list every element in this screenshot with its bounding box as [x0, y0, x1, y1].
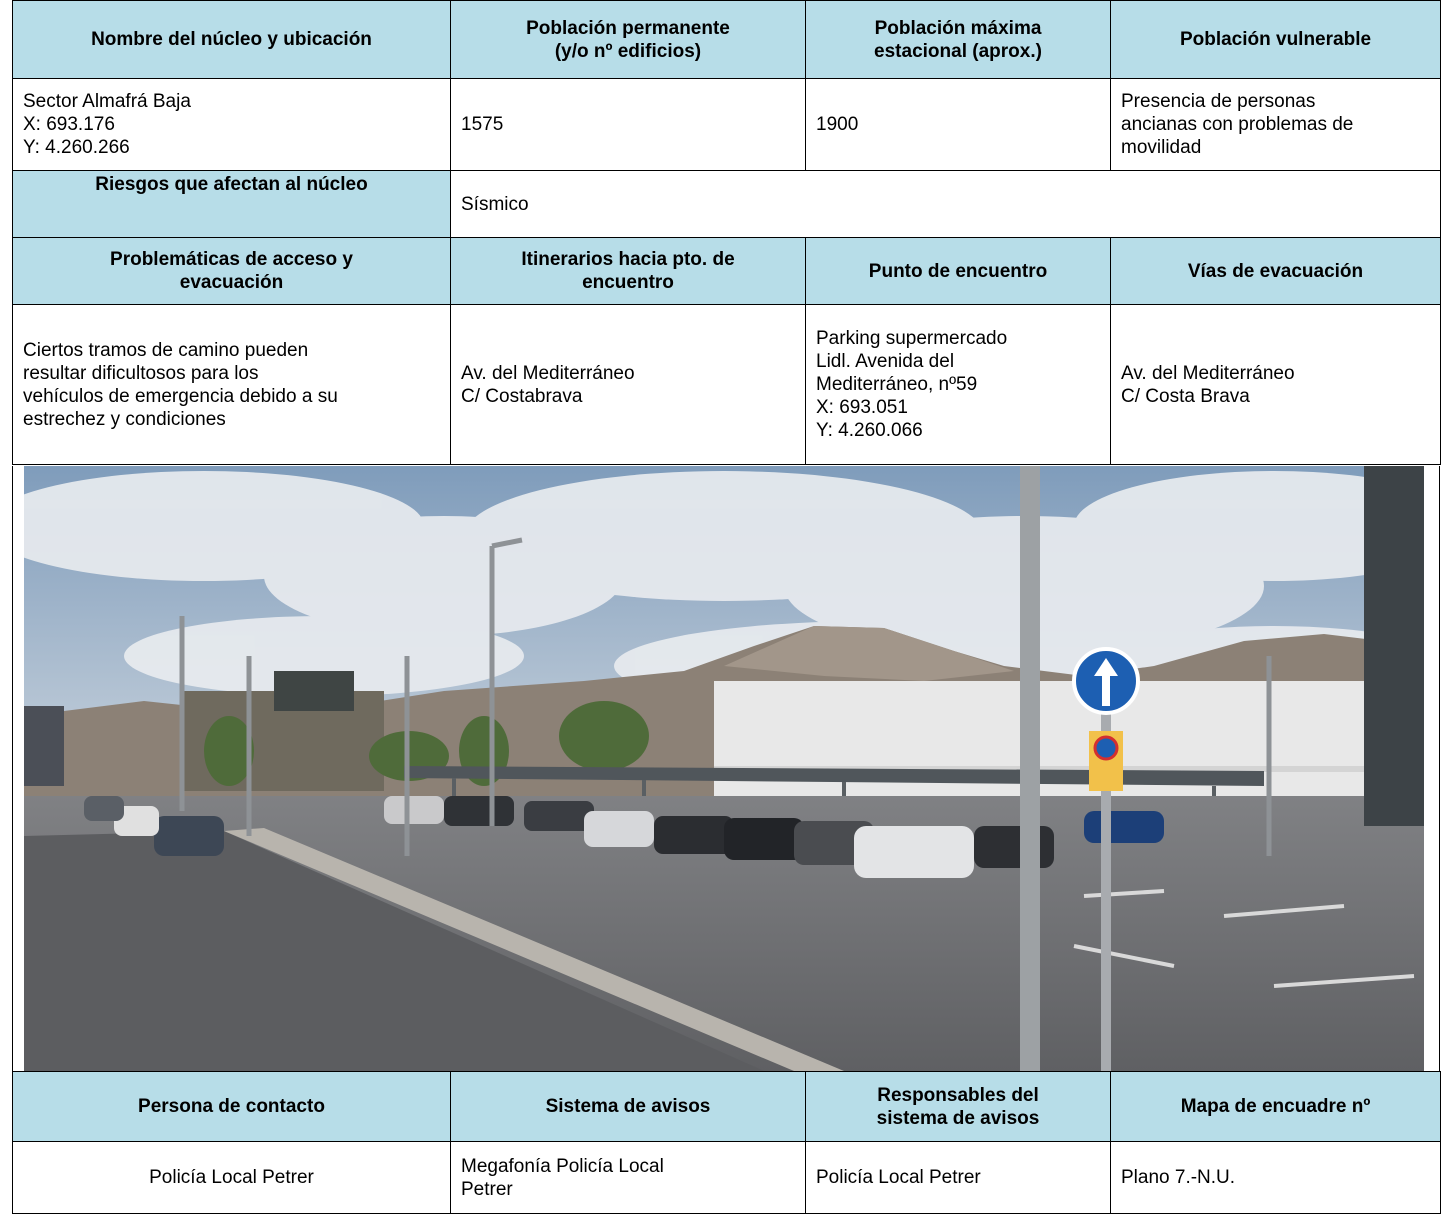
meeting-point-x-coord: X: 693.051	[816, 397, 908, 418]
meeting-point-line: Parking supermercado	[816, 328, 1008, 349]
mountain-highlight	[724, 626, 1014, 681]
nucleus-x-coord: X: 693.176	[23, 114, 115, 135]
header-line: Responsables del	[877, 1084, 1039, 1106]
header-meeting-point: Punto de encuentro	[805, 237, 1111, 305]
header-itineraries: Itinerarios hacia pto. de encuentro	[450, 237, 806, 305]
header-access-problems: Problemáticas de acceso y evacuación	[12, 237, 451, 305]
header-line: estacional (aprox.)	[874, 40, 1042, 62]
evacuation-routes-cell: Av. del Mediterráneo C/ Costa Brava	[1110, 304, 1441, 465]
header-warning-system: Sistema de avisos	[450, 1071, 806, 1142]
evacuation-route-line: Av. del Mediterráneo	[1121, 362, 1295, 384]
sign-pole-tall	[1020, 466, 1040, 1071]
nucleus-name-cell: Sector Almafrá Baja X: 693.176 Y: 4.260.…	[12, 78, 451, 171]
itinerary-line: Av. del Mediterráneo	[461, 362, 635, 384]
permanent-population-value: 1575	[450, 78, 806, 171]
supermarket-stripe	[714, 766, 1404, 772]
header-permanent-population: Población permanente (y/o nº edificios)	[450, 0, 806, 79]
meeting-point-cell: Parking supermercado Lidl. Avenida del M…	[805, 304, 1111, 465]
road	[24, 831, 764, 1071]
lamp-posts	[179, 537, 1272, 856]
clouds	[24, 471, 1424, 711]
header-warning-system-managers: Responsables del sistema de avisos	[805, 1071, 1111, 1142]
header-evacuation-routes: Vías de evacuación	[1110, 237, 1441, 305]
header-line: Problemáticas de acceso y	[110, 249, 353, 270]
nucleus-y-coord: Y: 4.260.266	[23, 137, 130, 158]
vulnerable-line: ancianas con problemas de	[1121, 114, 1354, 135]
vulnerable-population-cell: Presencia de personas ancianas con probl…	[1110, 78, 1441, 171]
risks-value: Sísmico	[450, 170, 1441, 238]
left-building-tower	[274, 671, 354, 711]
sign-pole	[1101, 706, 1111, 1071]
header-vulnerable-population: Población vulnerable	[1110, 0, 1441, 79]
right-column	[1364, 466, 1424, 826]
header-row: Nombre del núcleo y ubicación Población …	[12, 0, 1441, 79]
up-arrow-icon	[1094, 658, 1118, 706]
meeting-point-y-coord: Y: 4.260.066	[816, 420, 923, 441]
itinerary-line: C/ Costabrava	[461, 385, 583, 407]
vulnerable-line: Presencia de personas	[1121, 91, 1316, 112]
header-line: Itinerarios hacia pto. de	[521, 249, 735, 270]
sidewalk	[224, 828, 844, 1071]
access-row: Ciertos tramos de camino pueden resultar…	[12, 304, 1441, 465]
meeting-point-photo	[24, 466, 1424, 1071]
max-seasonal-population-value: 1900	[805, 78, 1111, 171]
access-problems-cell: Ciertos tramos de camino pueden resultar…	[12, 304, 451, 465]
parking-canopy	[404, 766, 1264, 786]
warning-system-value: Megafonía Policía Local Petrer	[450, 1141, 806, 1214]
access-problems-line: estrechez y condiciones	[23, 408, 226, 430]
header-line: evacuación	[179, 272, 284, 293]
meeting-point-photo-frame	[12, 466, 1440, 1071]
header-line: Población máxima	[874, 17, 1042, 39]
header-line: (y/o nº edificios)	[554, 40, 702, 62]
risks-label: Riesgos que afectan al núcleo	[12, 170, 451, 238]
header-contact-person: Persona de contacto	[12, 1071, 451, 1142]
road-markings	[1073, 889, 1415, 988]
meeting-point-line: Mediterráneo, nº59	[816, 374, 978, 395]
header-line: encuentro	[582, 272, 674, 293]
nucleus-row: Sector Almafrá Baja X: 693.176 Y: 4.260.…	[12, 78, 1441, 171]
access-problems-line: resultar dificultosos para los	[23, 362, 259, 384]
header-line: sistema de avisos	[876, 1107, 1040, 1129]
itineraries-cell: Av. del Mediterráneo C/ Costabrava	[450, 304, 806, 465]
nucleus-info-table: Nombre del núcleo y ubicación Población …	[12, 0, 1441, 465]
warning-system-line: Petrer	[461, 1178, 513, 1200]
contact-header-row: Persona de contacto Sistema de avisos Re…	[12, 1071, 1441, 1142]
header-max-seasonal-population: Población máxima estacional (aprox.)	[805, 0, 1111, 79]
access-problems-line: Ciertos tramos de camino pueden	[23, 339, 309, 361]
vulnerable-line: movilidad	[1121, 137, 1202, 158]
contact-info-table: Persona de contacto Sistema de avisos Re…	[12, 1071, 1441, 1214]
header-line: Población permanente	[526, 17, 730, 39]
access-problems-line: vehículos de emergencia debido a su	[23, 385, 338, 407]
header-nucleus-name: Nombre del núcleo y ubicación	[12, 0, 451, 79]
risks-row: Riesgos que afectan al núcleo Sísmico	[12, 170, 1441, 238]
contact-person-value: Policía Local Petrer	[12, 1141, 451, 1214]
warning-system-managers-value: Policía Local Petrer	[805, 1141, 1111, 1214]
nucleus-name: Sector Almafrá Baja	[23, 91, 191, 112]
no-parking-icon	[1093, 735, 1119, 761]
meeting-point-line: Lidl. Avenida del	[816, 351, 955, 372]
map-number-value: Plano 7.-N.U.	[1110, 1141, 1441, 1214]
contact-values-row: Policía Local Petrer Megafonía Policía L…	[12, 1141, 1441, 1214]
evacuation-route-line: C/ Costa Brava	[1121, 385, 1250, 407]
far-left-building	[24, 706, 64, 786]
access-header-row: Problemáticas de acceso y evacuación Iti…	[12, 237, 1441, 305]
header-map-number: Mapa de encuadre nº	[1110, 1071, 1441, 1142]
warning-system-line: Megafonía Policía Local	[461, 1155, 664, 1177]
